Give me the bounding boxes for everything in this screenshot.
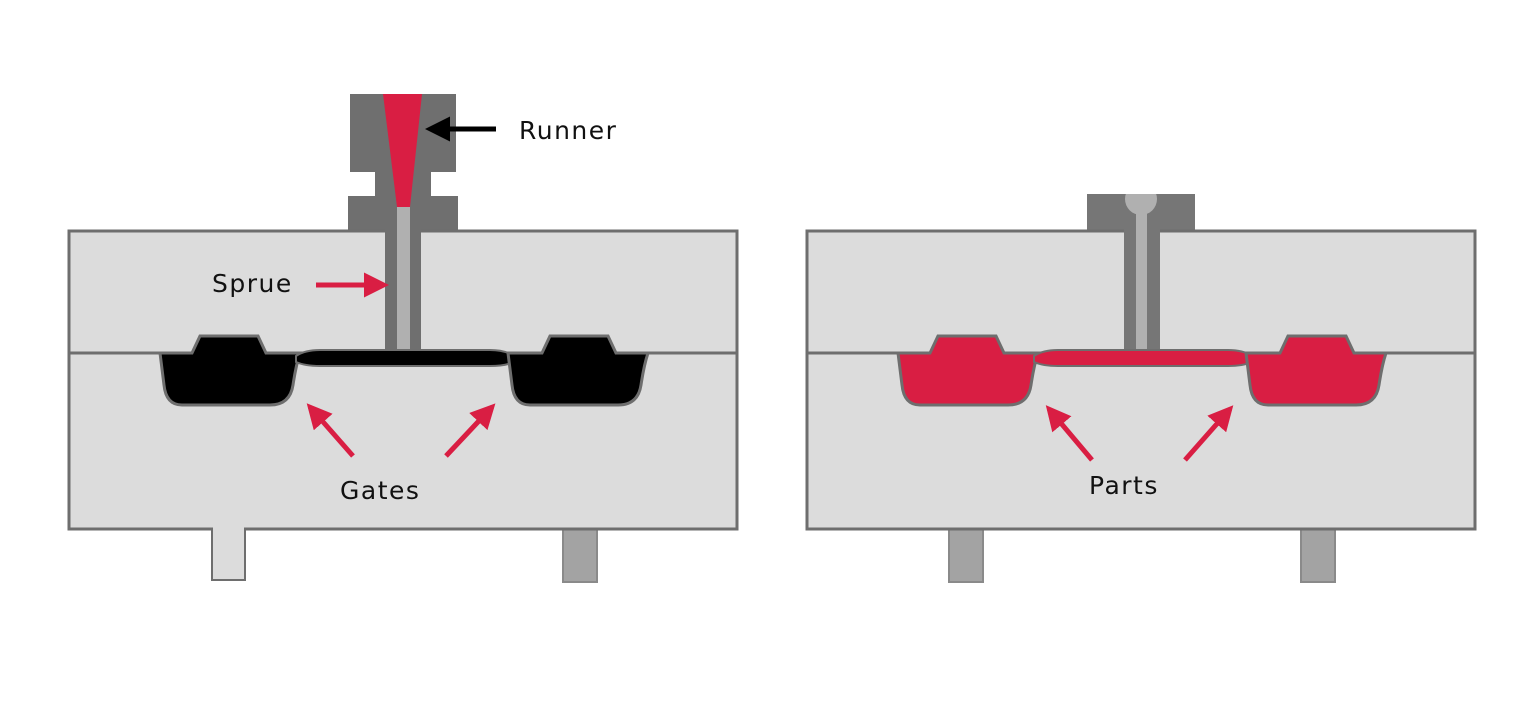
runner-bar (295, 349, 515, 367)
runner-bar-filled (1033, 349, 1253, 367)
cavity-right (506, 334, 651, 407)
parts-label: Parts (1089, 471, 1159, 500)
left-mold-diagram: Runner Sprue Gates (67, 94, 739, 583)
gates-label: Gates (340, 476, 420, 505)
runner-channel (383, 94, 422, 207)
right-mold-diagram: Parts (805, 180, 1477, 583)
part-right (1244, 334, 1389, 407)
gate-arrow-right (444, 403, 496, 458)
part-arrow-right (1183, 405, 1234, 462)
part-arrow-left (1045, 405, 1094, 462)
sprue-label: Sprue (212, 269, 293, 298)
sprue-channel (1136, 204, 1147, 353)
sprue-channel (397, 207, 410, 353)
gate-arrow-left (306, 403, 355, 458)
runner-label: Runner (519, 116, 617, 145)
